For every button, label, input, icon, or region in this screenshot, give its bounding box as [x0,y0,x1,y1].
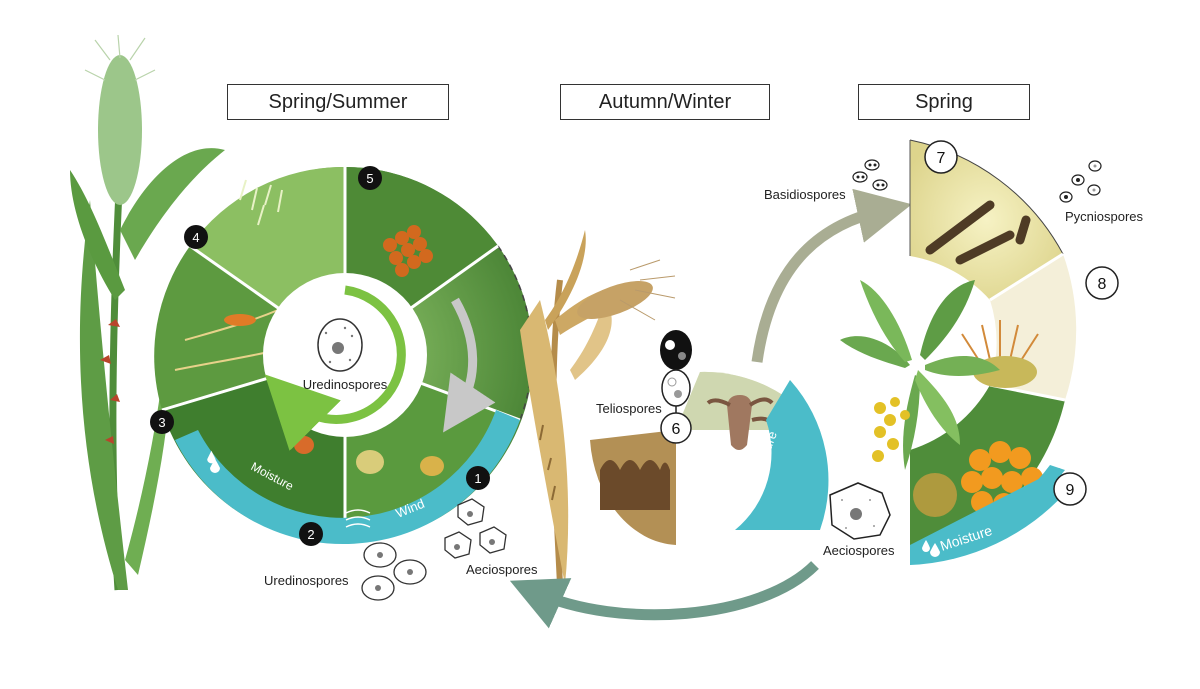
stage-badge-1: 1 [466,466,490,490]
stage-badge-6: 6 [660,412,692,444]
stage-badge-3: 3 [150,410,174,434]
label-pycniospores: Pycniospores [1065,209,1144,224]
moisture-drop-icon [207,450,220,473]
label-uredinospores-bottom: Uredinospores [264,573,349,588]
wheat-plant [70,34,225,591]
uredinial-cycle-wheel [154,166,533,545]
label-aeciospores-left: Aeciospores [466,562,538,577]
svg-text:1: 1 [474,471,481,486]
teliospore-icon [660,330,692,414]
telial-quadrant [590,371,829,545]
svg-text:7: 7 [937,150,946,167]
svg-text:8: 8 [1098,276,1107,293]
aeciospore-icon-right [829,482,891,540]
teal-return-arrow [509,561,819,629]
barberry-plant [840,280,1000,470]
moisture-drop-icon-right [922,540,940,557]
segment-7 [910,140,1063,300]
season-label-autumn-winter: Autumn/Winter [560,84,770,120]
stage-badge-7: 7 [924,140,958,174]
label-basidiospores: Basidiospores [764,187,846,202]
label-aeciospores-right: Aeciospores [823,543,895,558]
basidiospores-icon [852,159,888,191]
stage-badge-8: 8 [1085,266,1119,300]
stage-badge-5: 5 [358,166,382,190]
pycniospores-icon [1059,160,1102,203]
moisture-wind-band [175,410,520,545]
spring-half-wheel [909,139,1077,565]
wind-icon [345,509,371,528]
season-label-spring: Spring [858,84,1030,120]
label-teliospores: Teliospores [596,401,662,416]
stage-badge-2: 2 [299,522,323,546]
stage-badge-4: 4 [184,225,208,249]
svg-text:3: 3 [158,415,165,430]
svg-text:4: 4 [192,230,199,245]
svg-text:9: 9 [1066,482,1075,499]
moisture-band-right [910,468,1068,565]
label-uredinospores-center: Uredinospores [303,377,388,392]
svg-text:6: 6 [672,421,681,438]
dried-wheat-plant [520,230,676,586]
uredinospores-cluster [361,542,427,601]
svg-text:2: 2 [307,527,314,542]
season-label-spring-summer: Spring/Summer [227,84,449,120]
olive-transition-arrow [751,188,912,363]
svg-text:5: 5 [366,171,373,186]
green-cycle-arrow [264,285,406,451]
grey-transition-arrow [443,297,496,433]
stage-badge-9: 9 [1053,472,1087,506]
moisture-drop-icon-mid [730,484,748,505]
